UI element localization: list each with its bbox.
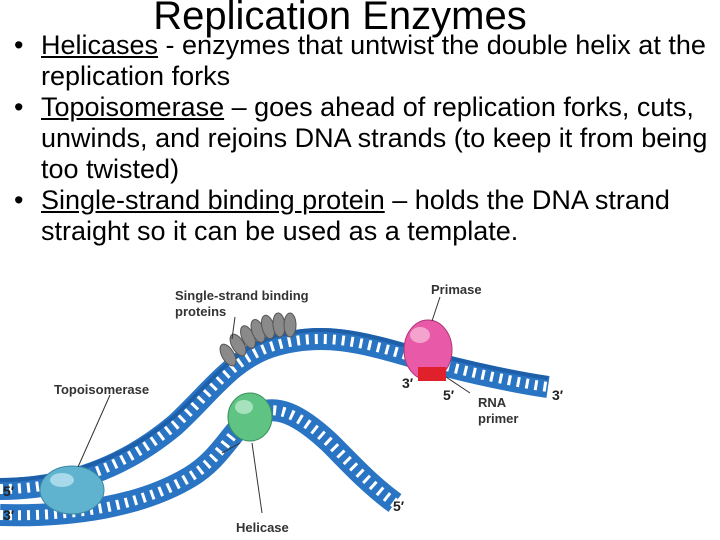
bullet-topoisomerase: • Topoisomerase – goes ahead of replicat… xyxy=(14,92,714,185)
helicase-enzyme xyxy=(227,392,273,442)
end-right-upper: 3′ xyxy=(552,387,564,403)
slide-title: Replication Enzymes xyxy=(153,0,527,38)
label-ssb-line2: proteins xyxy=(175,304,227,319)
term-topoisomerase: Topoisomerase xyxy=(41,92,225,122)
bullet-helicases: • Helicases - enzymes that untwist the d… xyxy=(14,30,714,92)
label-topoisomerase: Topoisomerase xyxy=(54,382,150,397)
label-primase: Primase xyxy=(431,282,482,297)
term-helicases: Helicases xyxy=(41,30,159,60)
bullet-text: - enzymes that untwist the double helix … xyxy=(41,30,706,91)
bullet-ssb: • Single-strand binding protein – holds … xyxy=(14,185,714,247)
bullet-dot: • xyxy=(14,92,24,122)
end-left-top: 5′ xyxy=(3,483,15,499)
end-right-lower: 5′ xyxy=(393,498,405,514)
bullet-dot: • xyxy=(14,30,24,60)
label-rna-primer-line2: primer xyxy=(478,411,519,426)
end-primer-3: 3′ xyxy=(402,375,414,391)
bullet-text: – goes ahead of replication forks, cuts,… xyxy=(41,92,708,184)
end-primer-5: 5′ xyxy=(443,387,455,403)
bullet-dot: • xyxy=(14,185,24,215)
end-left-bottom: 3′ xyxy=(3,507,15,523)
replication-fork-diagram: Single-strand binding proteins Primase T… xyxy=(0,275,720,540)
label-helicase: Helicase xyxy=(236,520,289,535)
bullet-text: – holds the DNA strand straight so it ca… xyxy=(41,185,670,246)
term-ssb: Single-strand binding protein xyxy=(41,185,385,215)
bullet-list: • Helicases - enzymes that untwist the d… xyxy=(14,30,714,247)
rna-primer xyxy=(418,367,446,381)
topoisomerase-enzyme xyxy=(39,465,105,515)
leader-lines xyxy=(77,296,471,514)
ssb-proteins xyxy=(219,312,297,367)
replication-fork-svg xyxy=(0,296,550,527)
label-ssb-line1: Single-strand binding xyxy=(175,288,309,303)
label-rna-primer-line1: RNA xyxy=(478,395,507,410)
